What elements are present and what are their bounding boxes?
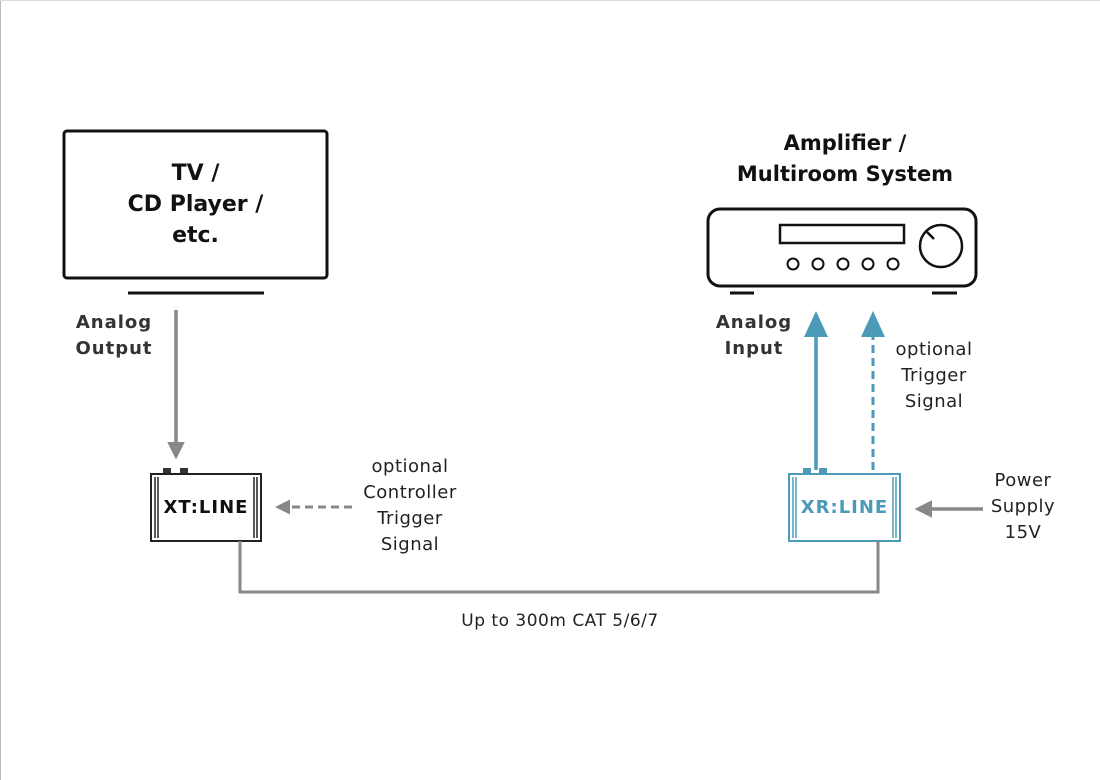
amp-button-icon (861, 257, 875, 271)
amp-button-icon (886, 257, 900, 271)
analog-output-label: Analog Output (75, 312, 153, 359)
amplifier-title: Amplifier / Multiroom System (736, 131, 954, 186)
amp-trigger-label: optional Trigger Signal (895, 339, 973, 412)
receiver-label: XR:LINE (800, 497, 889, 518)
source-device-label: TV / CD Player / etc. (127, 161, 264, 248)
analog-input-arrow (804, 311, 828, 470)
amplifier-icon (706, 207, 978, 295)
power-supply-label: Power Supply 15V (990, 470, 1056, 543)
cat-cable-line (238, 541, 880, 594)
transmitter-label: XT:LINE (163, 497, 249, 518)
tv-icon (62, 129, 329, 295)
amp-button-icon (786, 257, 800, 271)
controller-trigger-label: optional Controller Trigger Signal (363, 456, 457, 555)
amp-button-icon (811, 257, 825, 271)
analog-input-label: Analog Input (715, 312, 793, 359)
amp-volume-knob-icon (918, 223, 964, 269)
trigger-signal-arrow (861, 311, 885, 470)
amp-display-icon (778, 223, 906, 245)
cable-label: Up to 300m CAT 5/6/7 (461, 611, 659, 631)
transmitter-box-icon (150, 468, 262, 542)
receiver-box-icon (788, 468, 901, 542)
amp-button-icon (836, 257, 850, 271)
